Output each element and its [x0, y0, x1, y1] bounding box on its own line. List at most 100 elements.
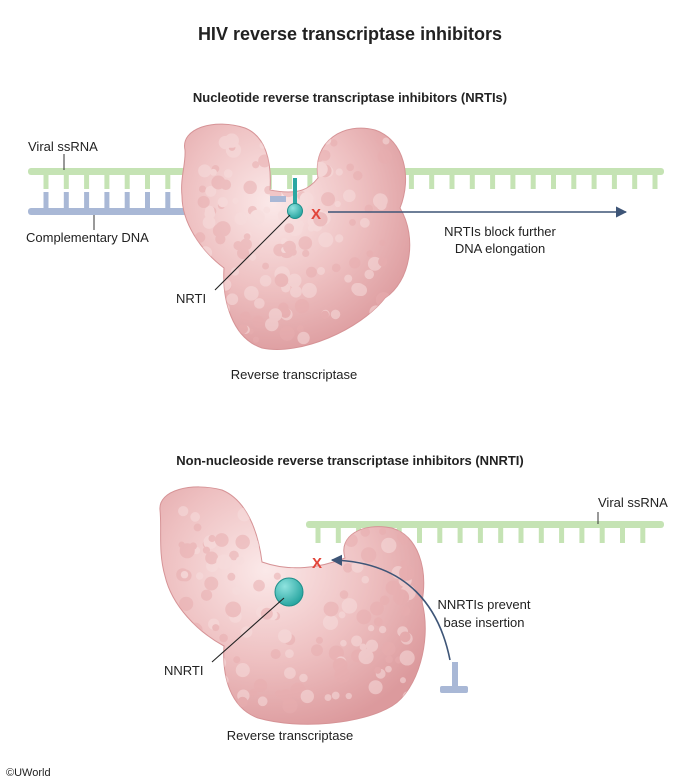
protein-texture-bump	[204, 205, 215, 216]
nrti-effect-line-1: NRTIs block further	[444, 224, 556, 239]
rna-base	[632, 174, 638, 189]
protein-texture-bump	[346, 163, 355, 172]
protein-texture-bump	[194, 650, 208, 664]
nnrti-effect-line-2: base insertion	[444, 615, 525, 630]
rna-base	[417, 527, 422, 543]
protein-texture-bump	[225, 601, 242, 618]
dna-base	[43, 192, 49, 209]
protein-texture-bump	[237, 507, 252, 522]
dna-base	[63, 192, 69, 209]
protein-texture-bump	[402, 691, 414, 703]
rna-base	[124, 174, 130, 189]
protein-texture-bump	[287, 273, 302, 288]
protein-texture-bump	[212, 223, 227, 238]
dna-base	[145, 192, 150, 209]
rna-base	[408, 174, 414, 189]
protein-texture-bump	[399, 650, 415, 666]
protein-texture-bump	[194, 232, 206, 243]
protein-texture-bump	[322, 614, 339, 630]
protein-texture-bump	[335, 234, 344, 243]
protein-texture-bump	[330, 139, 338, 147]
protein-texture-bump	[229, 550, 239, 561]
protein-texture-bump	[211, 175, 226, 190]
nnrti-drug-molecule	[274, 577, 304, 607]
protein-texture-bump	[258, 154, 272, 168]
protein-texture-bump	[287, 503, 295, 511]
protein-texture-bump	[303, 535, 318, 550]
protein-texture-bump	[273, 572, 281, 580]
protein-texture-bump	[252, 315, 265, 328]
protein-texture-bump	[180, 570, 189, 579]
protein-texture-bump	[326, 602, 339, 615]
protein-texture-bump	[377, 149, 392, 164]
rna-base	[437, 527, 443, 543]
protein-texture-bump	[179, 543, 195, 559]
protein-texture-bump	[296, 547, 304, 555]
protein-texture-bump	[230, 267, 240, 276]
protein-texture-bump	[257, 696, 268, 707]
protein-texture-bump	[252, 161, 260, 169]
protein-texture-bump	[227, 331, 238, 343]
protein-texture-bump	[374, 666, 382, 674]
protein-texture-bump	[385, 655, 393, 664]
protein-texture-bump	[356, 609, 372, 625]
protein-texture-bump	[197, 195, 210, 209]
protein-texture-bump	[355, 501, 370, 516]
protein-texture-bump	[274, 273, 289, 287]
protein-texture-bump	[219, 698, 228, 707]
protein-texture-bump	[239, 311, 251, 323]
protein-texture-bump	[299, 673, 308, 683]
protein-texture-bump	[372, 508, 379, 515]
protein-texture-bump	[381, 332, 390, 342]
nrti-block-x-mark: X	[311, 206, 321, 223]
protein-texture-bump	[237, 696, 248, 708]
rna-base	[449, 174, 455, 189]
dna-base	[124, 192, 130, 209]
protein-texture-bump	[290, 285, 302, 298]
protein-texture-bump	[370, 601, 384, 616]
protein-texture-bump	[249, 688, 258, 697]
protein-texture-bump	[208, 534, 216, 543]
protein-texture-bump	[379, 527, 387, 536]
protein-texture-bump	[341, 598, 358, 614]
figure-title: HIV reverse transcriptase inhibitors	[198, 24, 502, 44]
protein-texture-bump	[364, 204, 374, 214]
protein-texture-bump	[252, 336, 260, 343]
protein-texture-bump	[359, 217, 370, 228]
nrti-enzyme-label: Reverse transcriptase	[231, 367, 357, 382]
protein-texture-bump	[399, 677, 406, 684]
protein-texture-bump	[349, 257, 361, 269]
nrti-reverse-transcriptase-protein	[181, 123, 411, 350]
protein-texture-bump	[378, 257, 388, 267]
protein-texture-bump	[216, 554, 232, 570]
incoming-nucleotide	[440, 662, 468, 693]
protein-texture-bump	[361, 575, 370, 584]
rna-base	[510, 174, 516, 189]
rna-base	[490, 174, 496, 189]
protein-texture-bump	[227, 572, 236, 581]
nrti-heading: Nucleotide reverse transcriptase inhibit…	[193, 90, 507, 105]
protein-texture-bump	[400, 559, 408, 568]
protein-texture-bump	[286, 521, 297, 532]
protein-texture-bump	[270, 501, 283, 514]
protein-texture-bump	[377, 508, 391, 522]
protein-texture-bump	[368, 680, 383, 695]
protein-texture-bump	[294, 298, 310, 314]
rna-base	[477, 527, 483, 543]
protein-texture-bump	[259, 142, 267, 149]
protein-texture-bump	[356, 504, 368, 516]
protein-texture-bump	[352, 283, 366, 296]
protein-texture-bump	[210, 677, 221, 688]
protein-texture-bump	[283, 240, 296, 254]
protein-texture-bump	[210, 681, 218, 689]
rna-base	[287, 174, 293, 189]
protein-texture-bump	[340, 639, 347, 647]
protein-texture-bump	[324, 694, 332, 701]
rna-base	[315, 527, 321, 543]
protein-texture-bump	[271, 525, 281, 535]
protein-texture-bump	[339, 590, 349, 599]
rna-base	[63, 174, 69, 189]
protein-texture-bump	[232, 586, 242, 596]
protein-texture-bump	[344, 274, 353, 283]
